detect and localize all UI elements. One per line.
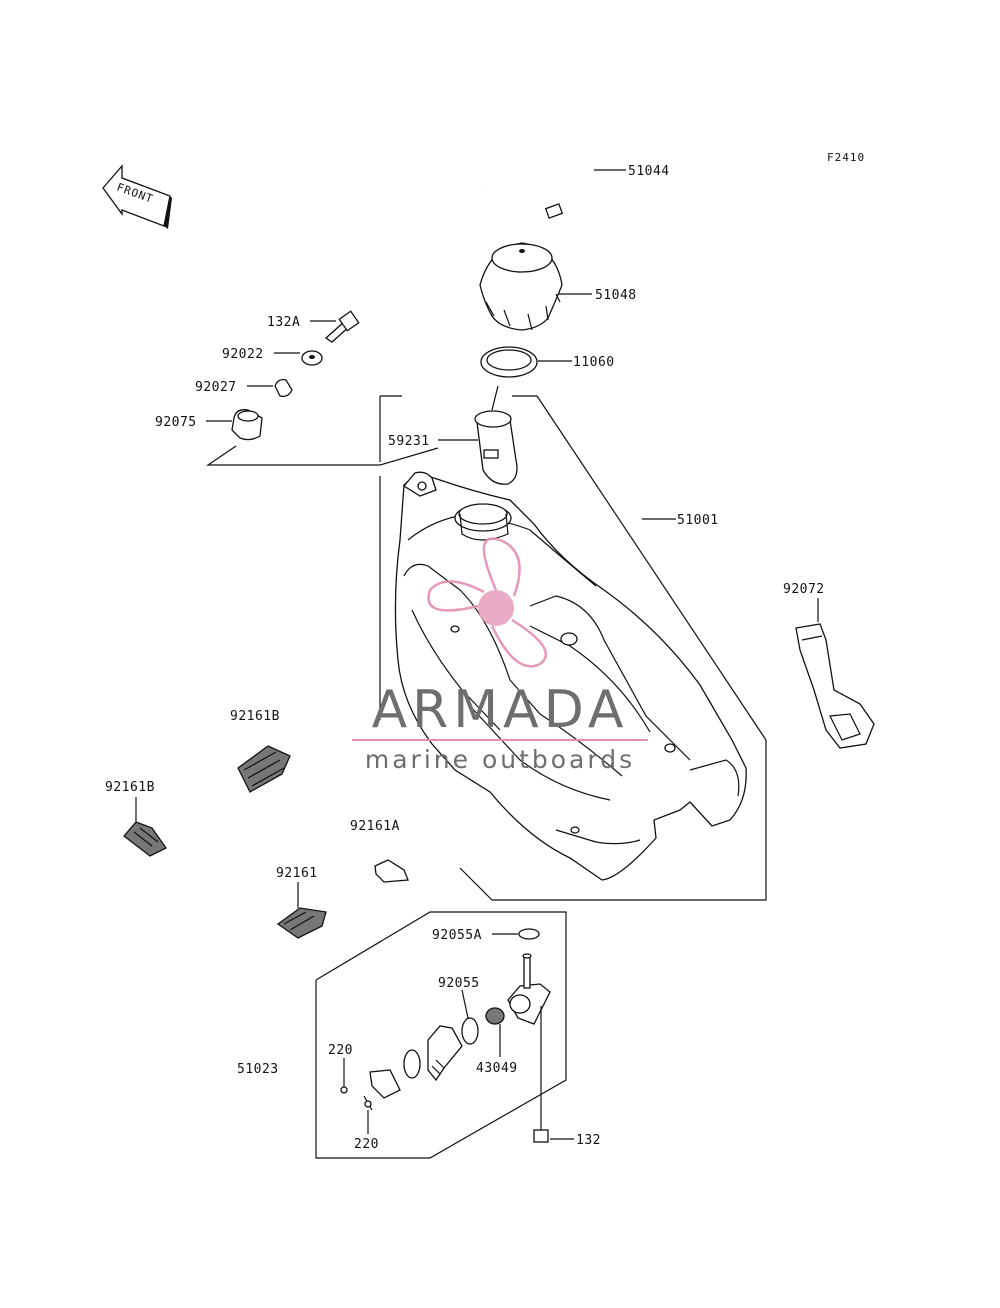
pad-92161 <box>276 907 327 939</box>
pad-92161B-upper <box>237 745 291 793</box>
part-label-220-upper: 220 <box>328 1043 353 1058</box>
clip-92161A <box>374 859 409 883</box>
part-label-92075: 92075 <box>155 415 197 430</box>
filler-neck <box>474 410 518 485</box>
part-label-51001: 51001 <box>677 513 719 528</box>
bolt-132 <box>533 1006 549 1143</box>
propeller-logo-icon <box>427 537 548 668</box>
lever-43049 <box>485 1007 505 1025</box>
oring-92055 <box>461 1017 479 1045</box>
pad-92161B-lower <box>123 821 167 857</box>
part-label-92027: 92027 <box>195 380 237 395</box>
part-label-43049: 43049 <box>476 1061 518 1076</box>
part-label-92055: 92055 <box>438 976 480 991</box>
fuel-tank <box>394 471 747 881</box>
breather-hose <box>481 152 598 245</box>
part-label-92161: 92161 <box>276 866 318 881</box>
part-label-92161A: 92161A <box>350 819 400 834</box>
part-label-51048: 51048 <box>595 288 637 303</box>
part-label-92161B-upper: 92161B <box>230 709 280 724</box>
bolt-132A <box>324 310 360 343</box>
part-label-92022: 92022 <box>222 347 264 362</box>
damper-92075 <box>231 409 263 441</box>
tap-lever <box>369 1069 401 1099</box>
part-label-11060: 11060 <box>573 355 615 370</box>
figure-code: F2410 <box>827 151 865 164</box>
part-label-92072: 92072 <box>783 582 825 597</box>
washer-92055A <box>518 928 540 940</box>
part-label-220-lower: 220 <box>354 1137 379 1152</box>
watermark: ARMADA marine outboards <box>352 537 648 774</box>
cap-gasket <box>480 346 538 378</box>
collar-92027 <box>274 378 293 398</box>
washer-92022 <box>301 350 323 366</box>
part-label-92161B-lower: 92161B <box>105 780 155 795</box>
tank-strap <box>795 623 875 749</box>
watermark-title: ARMADA <box>372 680 629 740</box>
part-label-59231: 59231 <box>388 434 430 449</box>
screw-220-lower <box>363 1095 373 1111</box>
part-label-132A: 132A <box>267 315 300 330</box>
part-label-132: 132 <box>576 1133 601 1148</box>
fuel-filter <box>403 1025 463 1082</box>
part-label-51044: 51044 <box>628 164 670 179</box>
part-label-51023: 51023 <box>237 1062 279 1077</box>
front-arrow-icon: FRONT <box>102 164 172 229</box>
part-label-92055A: 92055A <box>432 928 482 943</box>
screw-220-upper <box>340 1068 348 1094</box>
fuel-tap-body <box>507 953 551 1025</box>
fuel-cap <box>479 242 563 331</box>
watermark-subtitle: marine outboards <box>365 745 635 774</box>
